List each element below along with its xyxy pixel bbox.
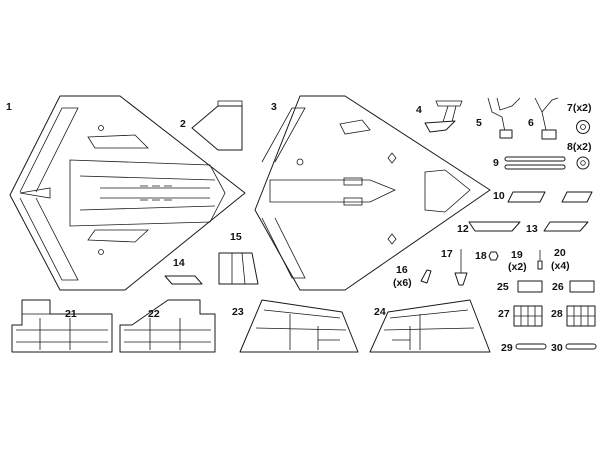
part-21-bay-frame: [11, 299, 113, 353]
part-12-plate: [468, 221, 521, 232]
part-17-probe: [454, 249, 468, 286]
part-9-rails: [504, 156, 566, 170]
part-15-label: 15: [230, 231, 242, 243]
part-11-plate: [561, 191, 593, 203]
part-10-plate: [507, 191, 546, 203]
part-3-label: 3: [271, 101, 277, 113]
part-10-label: 10: [493, 190, 505, 202]
part-18-label: 18: [475, 250, 487, 262]
part-19-label: 19: [511, 249, 523, 261]
part-21-label: 21: [65, 308, 77, 320]
part-16-qty: (x6): [393, 277, 412, 289]
part-1-lower-wing: [9, 95, 246, 291]
part-22-bay-frame: [119, 299, 216, 353]
part-8-label: 8(x2): [567, 141, 592, 153]
part-25-piece: [517, 280, 543, 293]
part-23-label: 23: [232, 306, 244, 318]
part-27-rack: [513, 305, 543, 327]
part-5-label: 5: [476, 117, 482, 129]
part-19-qty: (x2): [508, 261, 527, 273]
part-13-label: 13: [526, 223, 538, 235]
part-20-label: 20: [554, 247, 566, 259]
part-4-landing-gear: [424, 100, 463, 133]
part-28-rack: [566, 305, 596, 327]
part-25-label: 25: [497, 281, 509, 293]
part-4-label: 4: [416, 104, 422, 116]
part-2-label: 2: [180, 118, 186, 130]
part-7-label: 7(x2): [567, 102, 592, 114]
part-26-label: 26: [552, 281, 564, 293]
part-14-label: 14: [173, 257, 185, 269]
part-28-label: 28: [551, 308, 563, 320]
part-30-label: 30: [551, 342, 563, 354]
part-6-landing-gear: [534, 97, 559, 140]
part-7-wheel: [576, 120, 590, 134]
part-20-qty: (x4): [551, 260, 570, 272]
part-6-label: 6: [528, 117, 534, 129]
part-29-label: 29: [501, 342, 513, 354]
part-12-label: 12: [457, 223, 469, 235]
part-22-label: 22: [148, 308, 160, 320]
part-2-canopy: [191, 100, 243, 151]
part-24-label: 24: [374, 306, 386, 318]
part-18-piece: [488, 251, 499, 261]
part-29-rod: [515, 343, 547, 350]
part-1-label: 1: [6, 101, 12, 113]
part-16-piece: [420, 269, 432, 284]
part-17-label: 17: [441, 248, 453, 260]
part-3-upper-wing: [254, 95, 491, 291]
part-23-bay-door: [239, 299, 359, 353]
part-24-bay-door: [369, 299, 491, 353]
part-27-label: 27: [498, 308, 510, 320]
part-26-piece: [569, 280, 595, 293]
part-20-piece: [537, 260, 543, 270]
part-16-label: 16: [396, 264, 408, 276]
part-30-rod: [565, 343, 597, 350]
part-9-label: 9: [493, 157, 499, 169]
part-15-intake: [218, 252, 259, 285]
part-14-plate: [164, 275, 203, 285]
part-5-landing-gear: [487, 97, 521, 139]
part-8-wheel: [576, 156, 590, 170]
part-13-plate: [543, 221, 589, 232]
